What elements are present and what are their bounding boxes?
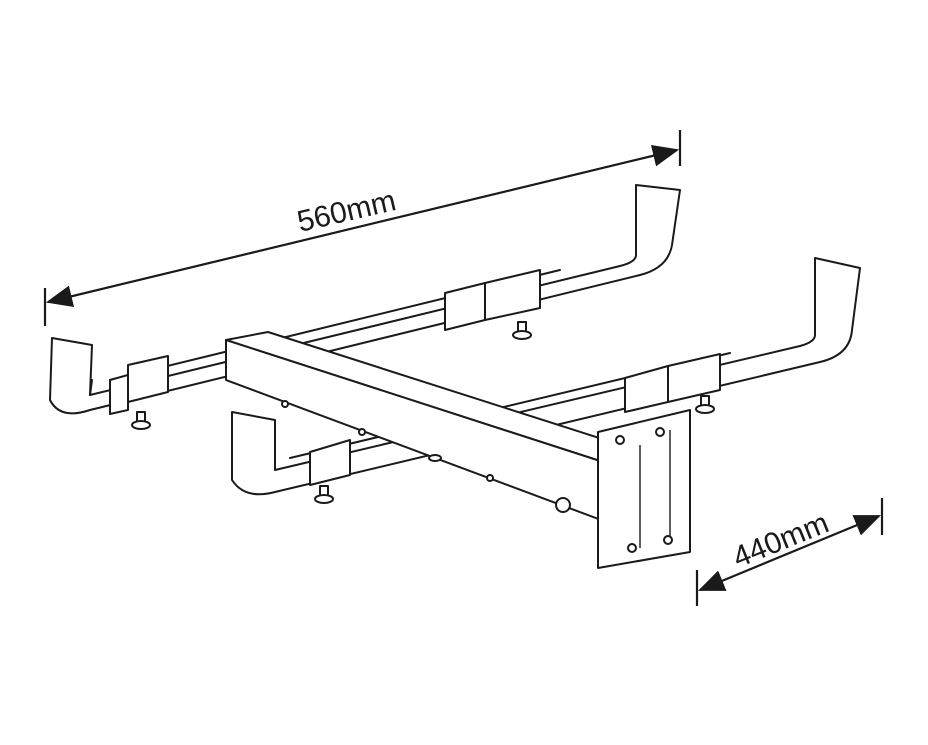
bolt-icon xyxy=(512,321,532,340)
bolt-icon xyxy=(314,485,334,504)
back-rail xyxy=(49,184,681,415)
front-rail xyxy=(231,257,861,496)
bolt-icon xyxy=(695,395,715,414)
bolts xyxy=(131,321,715,504)
length-dimension: 560mm xyxy=(43,130,682,326)
depth-label: 440mm xyxy=(728,506,833,574)
bolt-icon xyxy=(555,497,571,513)
depth-dimension: 440mm xyxy=(695,498,884,606)
bolt-icon xyxy=(131,411,151,430)
wall-plate xyxy=(597,409,691,569)
